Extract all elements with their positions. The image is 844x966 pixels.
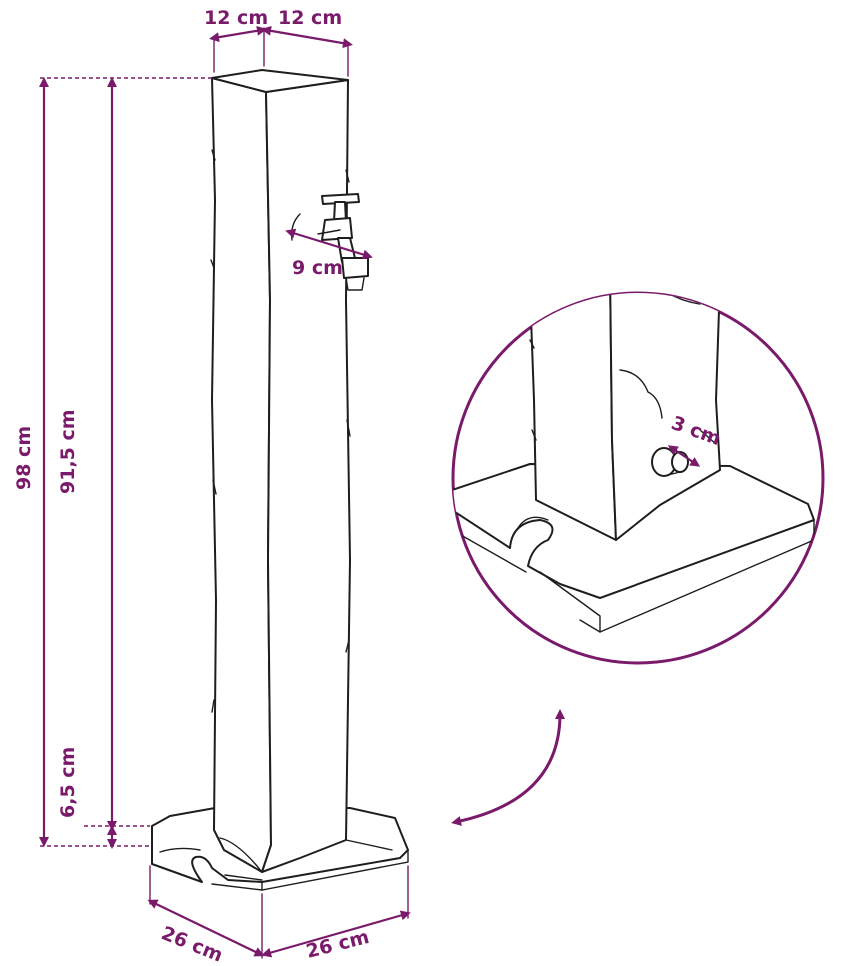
- curved-detail-arrow: [451, 709, 565, 826]
- base-height-label: 6,5 cm: [57, 747, 79, 818]
- dimension-total-height: 98 cm: [13, 77, 212, 847]
- column-height-label: 91,5 cm: [57, 409, 79, 494]
- top-width-right-label: 12 cm: [278, 7, 342, 29]
- detail-zoom-circle: 3 cm: [451, 291, 825, 665]
- dimension-tap: 9 cm: [285, 228, 373, 279]
- column-body: [210, 69, 393, 873]
- total-height-label: 98 cm: [13, 426, 35, 490]
- tap-width-label: 9 cm: [292, 257, 343, 279]
- dimension-base-width: 26 cm 26 cm: [147, 865, 411, 966]
- top-width-left-label: 12 cm: [204, 7, 268, 29]
- water-column-illustration: [151, 69, 409, 891]
- dimension-column-height: 91,5 cm 6,5 cm: [57, 77, 150, 849]
- dimension-top-width: 12 cm 12 cm: [204, 7, 353, 77]
- base-width-right-label: 26 cm: [304, 926, 372, 963]
- hose-connector: [651, 447, 689, 477]
- base-width-left-label: 26 cm: [158, 922, 226, 966]
